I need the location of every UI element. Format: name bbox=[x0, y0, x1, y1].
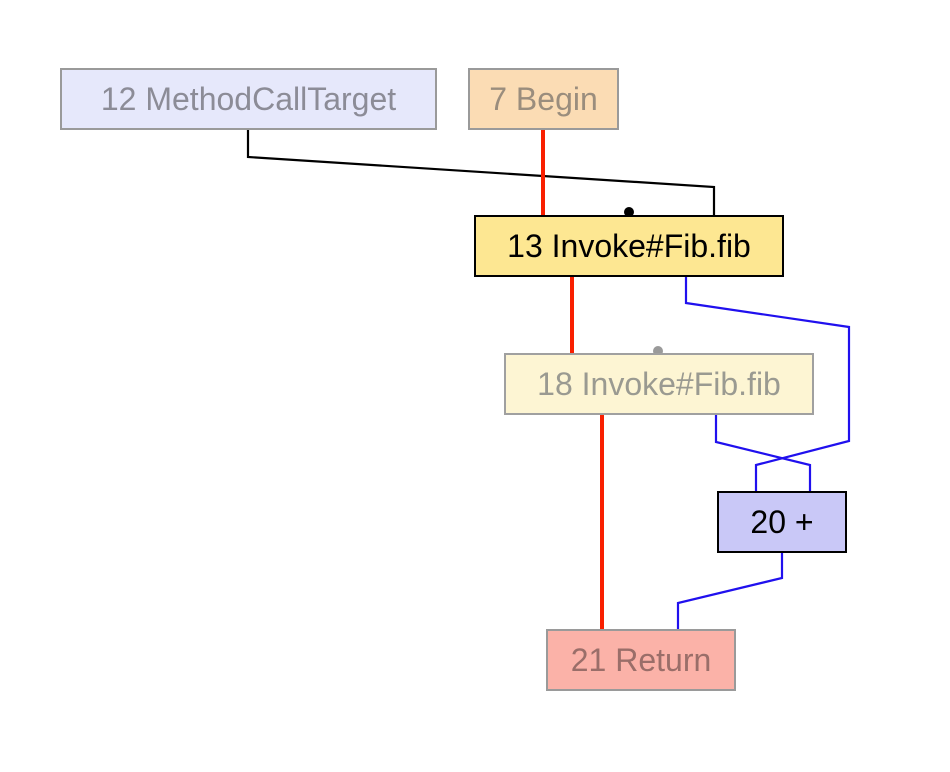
port-dot-invoke13 bbox=[624, 207, 634, 217]
node-21-return[interactable]: 21 Return bbox=[546, 629, 736, 691]
node-18-label: 18 Invoke#Fib.fib bbox=[537, 365, 781, 402]
node-13-invoke[interactable]: 13 Invoke#Fib.fib bbox=[474, 215, 784, 277]
node-20-label: 20 + bbox=[750, 503, 814, 540]
edge-add-to-return bbox=[676, 553, 784, 629]
edge-methodcalltarget-to-invoke13 bbox=[246, 130, 716, 215]
node-12-label: 12 MethodCallTarget bbox=[100, 80, 397, 117]
node-13-label: 13 Invoke#Fib.fib bbox=[507, 227, 751, 264]
node-12-methodcalltarget[interactable]: 12 MethodCallTarget bbox=[60, 68, 437, 130]
edge-invoke13-to-add bbox=[684, 277, 851, 491]
node-7-begin[interactable]: 7 Begin bbox=[468, 68, 619, 130]
node-18-invoke[interactable]: 18 Invoke#Fib.fib bbox=[504, 353, 814, 415]
node-20-add[interactable]: 20 + bbox=[717, 491, 847, 553]
node-7-label: 7 Begin bbox=[489, 80, 598, 117]
edge-invoke18-to-add bbox=[714, 415, 812, 491]
node-21-label: 21 Return bbox=[570, 641, 712, 678]
